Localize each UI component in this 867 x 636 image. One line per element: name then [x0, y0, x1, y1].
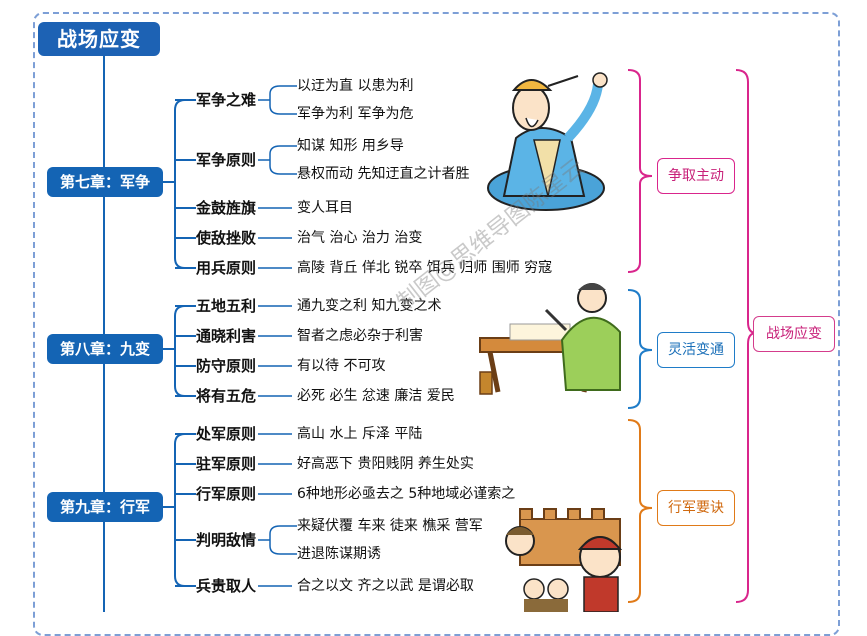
topic-label: 将有五危 [196, 387, 257, 405]
chapter-8-node: 第八章：九变 [47, 334, 163, 364]
topic-detail: 进退陈谋期诱 [297, 546, 381, 562]
topic-label: 通晓利害 [196, 327, 257, 345]
topic-label: 驻军原则 [196, 455, 257, 473]
topic-label: 处军原则 [196, 425, 257, 443]
topic-detail: 来疑伏覆 车来 徒来 樵采 营军 [297, 518, 483, 534]
topic-detail: 通九变之利 知九变之术 [297, 298, 442, 314]
topic-label: 金鼓旌旗 [196, 199, 257, 217]
strategist-illustration-icon [487, 72, 608, 211]
topic-label: 使敌挫败 [196, 229, 257, 247]
topic-detail: 合之以文 齐之以武 是谓必取 [297, 578, 474, 594]
topic-label: 判明敌情 [196, 531, 257, 549]
summary-initiative: 争取主动 [657, 158, 735, 194]
topic-label: 五地五利 [196, 297, 257, 315]
chapter-7-node: 第七章：军争 [47, 167, 163, 197]
topic-label: 兵贵取人 [196, 577, 257, 595]
topic-label: 用兵原则 [196, 259, 257, 277]
summary-march: 行军要诀 [657, 490, 735, 526]
topic-detail: 智者之虑必杂于利害 [297, 328, 423, 344]
topic-detail: 好高恶下 贵阳贱阴 养生处实 [297, 456, 474, 472]
topic-detail: 高陵 背丘 佯北 锐卒 饵兵 归师 围师 穷寇 [297, 260, 553, 276]
chapter-9-node: 第九章：行军 [47, 492, 163, 522]
topic-detail: 军争为利 军争为危 [297, 106, 414, 122]
summary-flexibility: 灵活变通 [657, 332, 735, 368]
map-title: 战场应变 [38, 22, 160, 56]
conclusion-node: 战场应变 [753, 316, 835, 352]
topic-detail: 以迂为直 以患为利 [297, 78, 414, 94]
topic-detail: 有以待 不可攻 [297, 358, 386, 374]
scholar-writing-illustration-icon [479, 283, 621, 395]
topic-detail: 高山 水上 斥泽 平陆 [297, 426, 423, 442]
topic-label: 军争之难 [196, 91, 257, 109]
topic-detail: 6种地形必亟去之 5种地域必谨索之 [297, 486, 516, 502]
army-fortress-illustration-icon [505, 508, 623, 612]
topic-detail: 变人耳目 [297, 200, 353, 216]
topic-detail: 悬权而动 先知迂直之计者胜 [297, 166, 470, 182]
topic-label: 行军原则 [196, 485, 257, 503]
topic-detail: 知谋 知形 用乡导 [297, 138, 404, 154]
topic-detail: 必死 必生 忿速 廉洁 爱民 [297, 388, 455, 404]
topic-label: 防守原则 [196, 357, 257, 375]
topic-detail: 治气 治心 治力 治变 [297, 230, 423, 246]
topic-label: 军争原则 [196, 151, 257, 169]
